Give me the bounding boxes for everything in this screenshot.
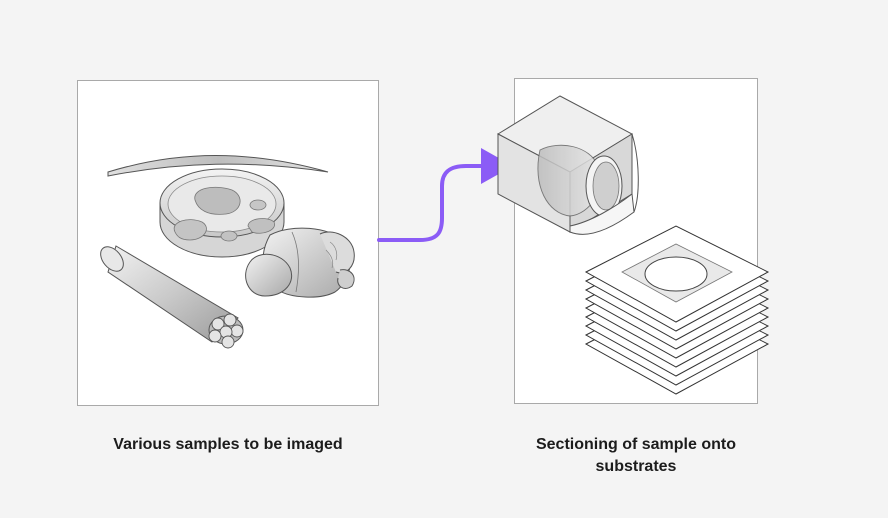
- petri-dish-icon: [159, 168, 285, 258]
- substrate-stack-icon: [584, 225, 770, 395]
- fiber-bundle-icon: [208, 313, 244, 349]
- right-caption: Sectioning of sample onto substrates: [535, 436, 736, 475]
- hair-strand-icon: [107, 155, 329, 177]
- connector-arrow: [377, 148, 513, 242]
- left-caption: Various samples to be imaged: [113, 436, 343, 453]
- brain-icon: [245, 227, 355, 298]
- sample-block-icon: [496, 95, 639, 235]
- tube-icon: [100, 245, 239, 343]
